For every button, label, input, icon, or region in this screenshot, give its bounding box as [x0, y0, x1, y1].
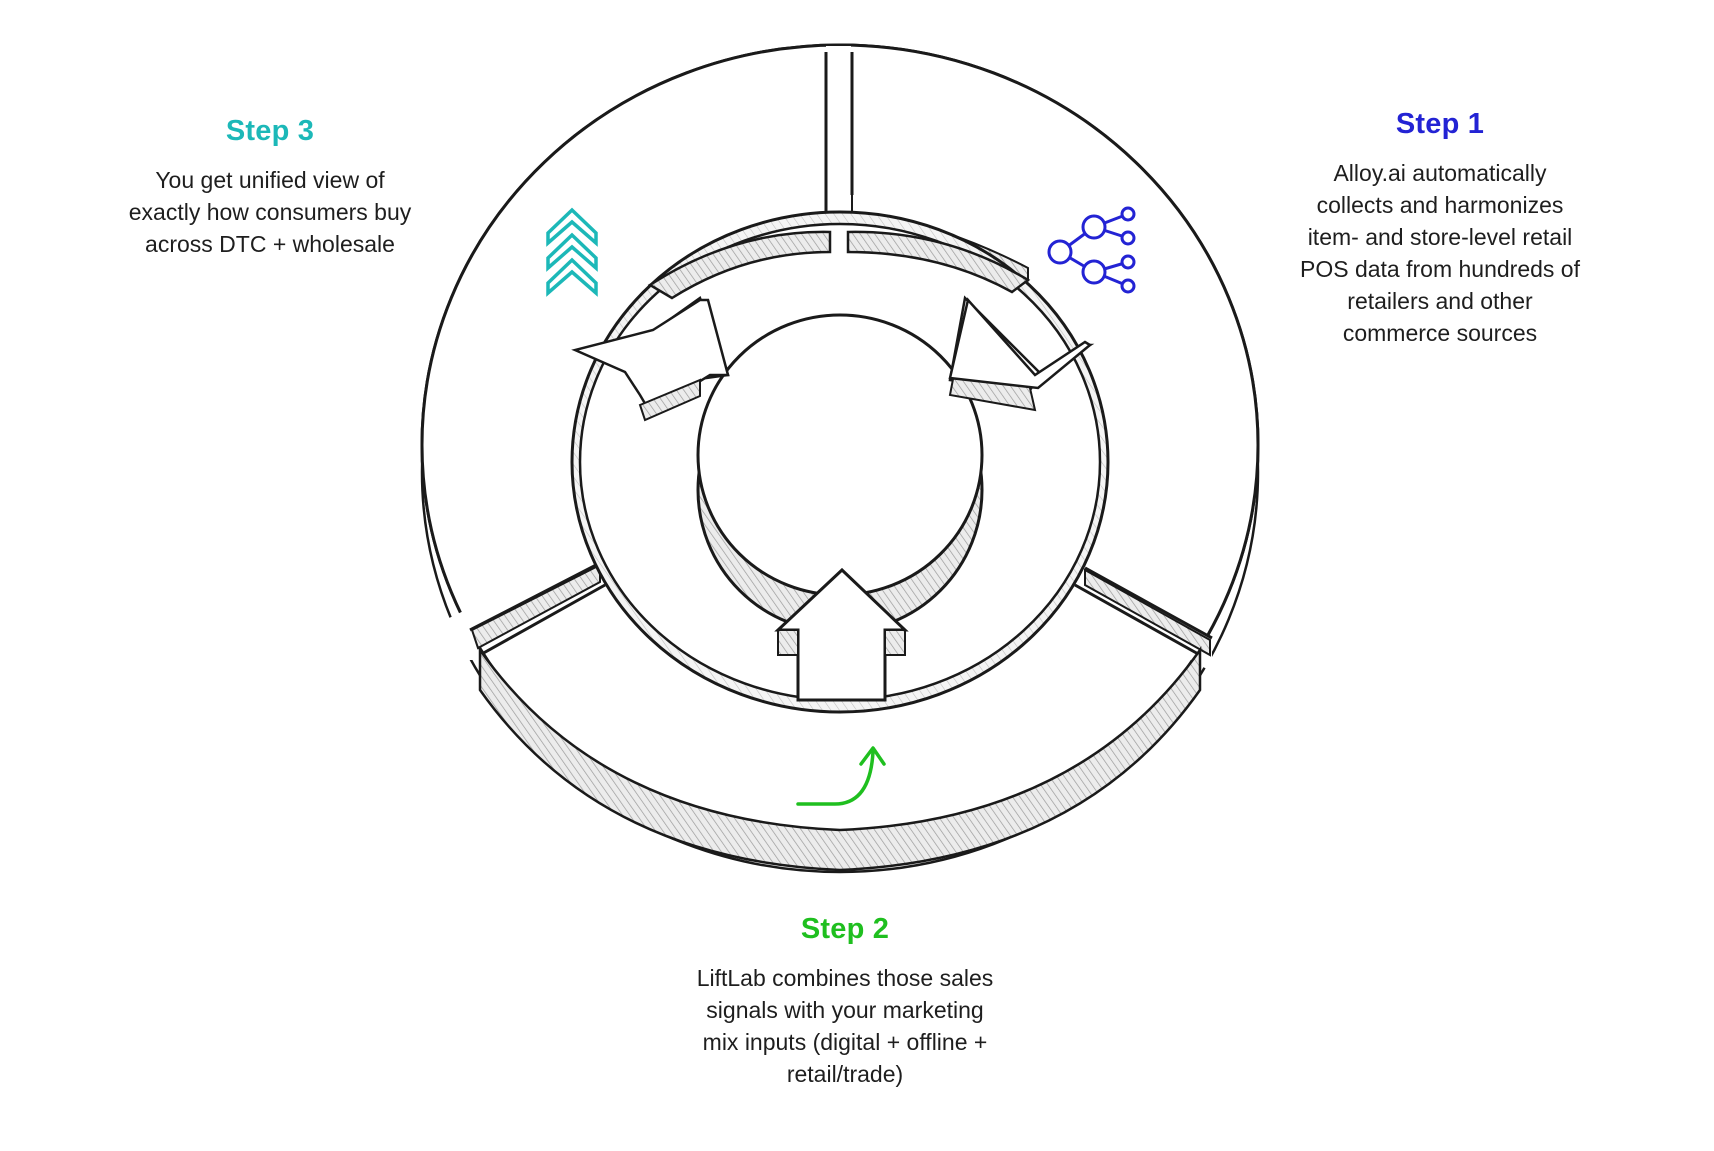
step3-block: Step 3 You get unified view of exactly h… [70, 115, 470, 260]
step1-desc-line: commerce sources [1342, 320, 1538, 346]
arrow-step2 [774, 567, 909, 702]
step3-desc-line: You get unified view of [155, 167, 385, 193]
step1-desc-line: collects and harmonizes [1316, 192, 1564, 218]
step3-title: Step 3 [225, 115, 315, 147]
step2-description: LiftLab combines those sales signals wit… [620, 962, 1070, 1090]
step2-desc-line: mix inputs (digital + offline + [702, 1029, 988, 1055]
arrow-step3 [571, 230, 832, 422]
step1-description: Alloy.ai automatically collects and harm… [1250, 157, 1630, 349]
step1-desc-line: item- and store-level retail [1307, 224, 1573, 250]
step1-title: Step 1 [1395, 108, 1485, 140]
step2-block: Step 2 LiftLab combines those sales sign… [620, 913, 1070, 1090]
center-hub [696, 313, 984, 634]
network-icon [1047, 206, 1136, 294]
curved-arrow-up-icon [796, 746, 886, 806]
step1-desc-line: Alloy.ai automatically [1333, 160, 1547, 186]
step1-desc-line: retailers and other [1347, 288, 1533, 314]
step3-desc-line: across DTC + wholesale [145, 231, 395, 257]
step1-desc-line: POS data from hundreds of [1300, 256, 1580, 282]
triple-chevron-up-icon [546, 207, 598, 297]
step3-desc-line: exactly how consumers buy [128, 199, 412, 225]
front-segment [478, 646, 1202, 872]
step1-block: Step 1 Alloy.ai automatically collects a… [1250, 108, 1630, 349]
step2-title: Step 2 [800, 913, 890, 945]
step3-description: You get unified view of exactly how cons… [70, 164, 470, 260]
step2-desc-line: LiftLab combines those sales [696, 965, 994, 991]
arrow-step1 [846, 230, 1095, 412]
step2-desc-line: retail/trade) [786, 1061, 904, 1087]
step2-desc-line: signals with your marketing [706, 997, 984, 1023]
